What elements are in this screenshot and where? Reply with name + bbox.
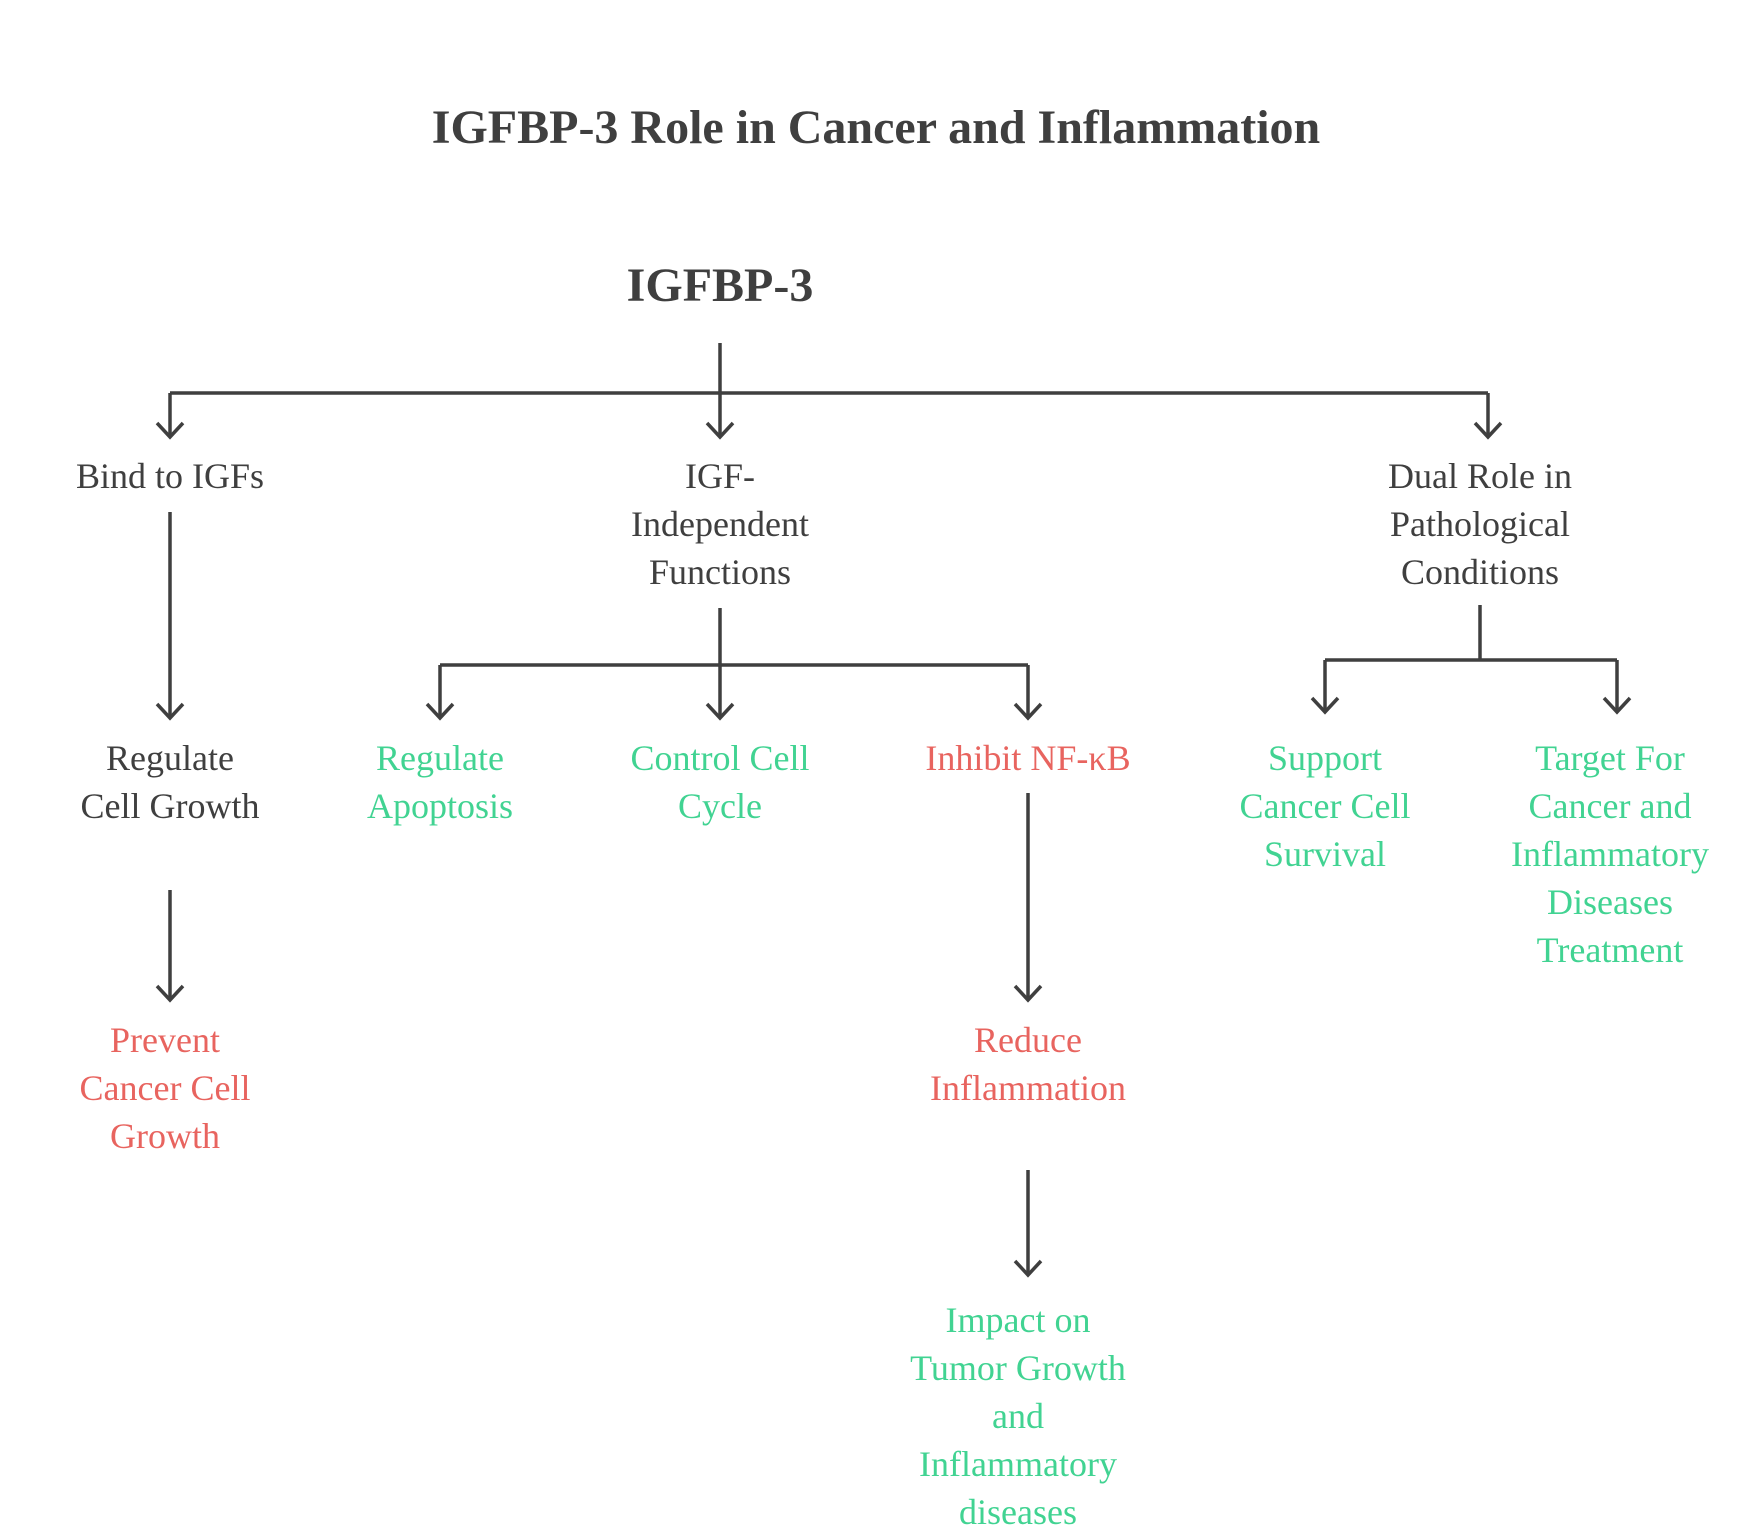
arrowhead [1602, 696, 1632, 715]
arrowhead [1013, 1259, 1043, 1278]
node-reduce-inflammation: Reduce Inflammation [930, 1020, 1126, 1108]
arrowhead [1013, 702, 1043, 721]
diagram-title: IGFBP-3 Role in Cancer and Inflammation [431, 101, 1321, 154]
node-regulate-apoptosis: Regulate Apoptosis [366, 738, 514, 826]
arrowhead [705, 702, 735, 721]
arrowhead [155, 984, 185, 1003]
root-node: IGFBP-3 [626, 259, 814, 312]
node-igf-independent: IGF- Independent Functions [631, 456, 809, 592]
node-support-cancer-cell-survival: Support Cancer Cell Survival [1239, 738, 1411, 874]
arrowhead [155, 702, 185, 721]
node-impact-tumor-growth: Impact on Tumor Growth and Inflammatory … [910, 1300, 1126, 1532]
arrowhead [425, 702, 455, 721]
arrowhead [155, 421, 185, 440]
node-dual-role: Dual Role in Pathological Conditions [1388, 456, 1572, 592]
node-bind-igfs: Bind to IGFs [75, 456, 265, 496]
arrowhead [705, 421, 735, 440]
node-prevent-cancer-cell-growth: Prevent Cancer Cell Growth [79, 1020, 251, 1156]
node-regulate-cell-growth: Regulate Cell Growth [80, 738, 260, 826]
arrowhead [1310, 696, 1340, 715]
node-target-treatment: Target For Cancer and Inflammatory Disea… [1511, 738, 1709, 970]
arrowhead [1013, 984, 1043, 1003]
arrowhead [1473, 421, 1503, 440]
node-inhibit-nfkb: Inhibit NF-κB [925, 738, 1131, 778]
node-control-cell-cycle: Control Cell Cycle [630, 738, 810, 826]
